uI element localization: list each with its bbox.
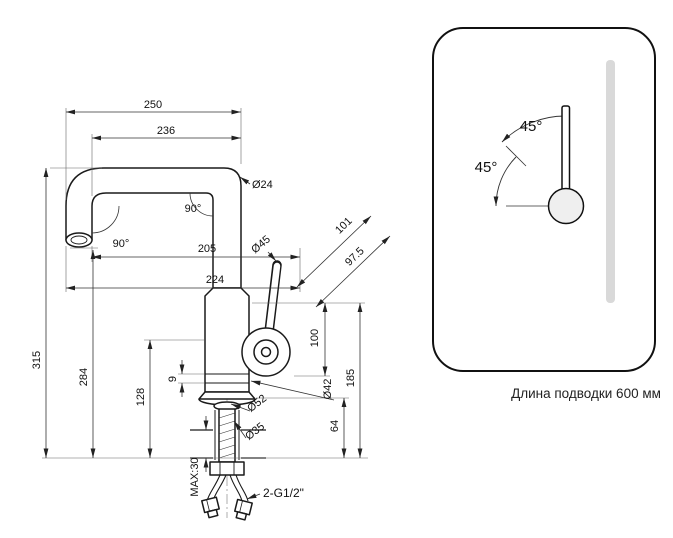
dim-24: Ø24: [252, 179, 273, 191]
angle-arc-top: [189, 192, 214, 217]
angle-45-tick: [505, 145, 527, 167]
dim-224: 224: [206, 274, 224, 286]
angle-arc-spout: [91, 205, 120, 234]
dim-284: 284: [78, 368, 90, 386]
hose-length-caption: Длина подводки 600 мм: [511, 386, 661, 401]
angle-45-upper: 45°: [520, 118, 543, 135]
spout-outlet: [65, 232, 93, 248]
detail-lever: [561, 105, 571, 193]
dimension-lines: [43, 109, 391, 500]
dim-315: 315: [31, 351, 43, 369]
dim-100: 100: [309, 329, 321, 347]
dimension-labels: 250 236 Ø24 90° 90° 205 224 Ø45 101 97.5…: [31, 99, 367, 500]
handle-cap: [241, 327, 291, 377]
spout-outlet-inner: [70, 235, 88, 245]
hose-connectors: [201, 496, 253, 521]
base-flange: [198, 391, 256, 400]
dim-64: 64: [329, 420, 341, 432]
dim-185: 185: [345, 369, 357, 387]
dim-97-5: 97.5: [343, 245, 367, 269]
dim-max30: MAX:30: [189, 457, 201, 496]
dim-45: Ø45: [249, 233, 273, 256]
dim-236: 236: [157, 125, 175, 137]
angle-top: 90°: [185, 203, 202, 215]
dim-9: 9: [167, 376, 179, 382]
dim-42: Ø42: [322, 379, 334, 400]
handle-cap-center: [260, 346, 272, 358]
thread-hatch: [218, 412, 236, 459]
faucet-outline: [65, 167, 291, 521]
angle-45-lower: 45°: [475, 159, 498, 176]
highlight-bar: [606, 60, 615, 303]
dim-101: 101: [333, 215, 355, 236]
dim-250: 250: [144, 99, 162, 111]
handle-cap-ring: [253, 339, 279, 365]
angle-spout: 90°: [113, 238, 130, 250]
dim-128: 128: [135, 388, 147, 406]
hoses: [206, 474, 249, 502]
dim-205: 205: [198, 243, 216, 255]
dim-thread: 2-G1/2": [263, 486, 304, 500]
rotation-arcs: [493, 115, 567, 207]
handle-lever-fill: [265, 262, 281, 336]
body: [204, 287, 250, 393]
detail-panel: 45° 45° Длина подводки 600 мм: [432, 27, 661, 401]
mounting-nut: [209, 461, 245, 476]
detail-panel-frame: [432, 27, 656, 372]
detail-pivot: [547, 187, 585, 225]
dim-35: Ø35: [243, 421, 267, 443]
